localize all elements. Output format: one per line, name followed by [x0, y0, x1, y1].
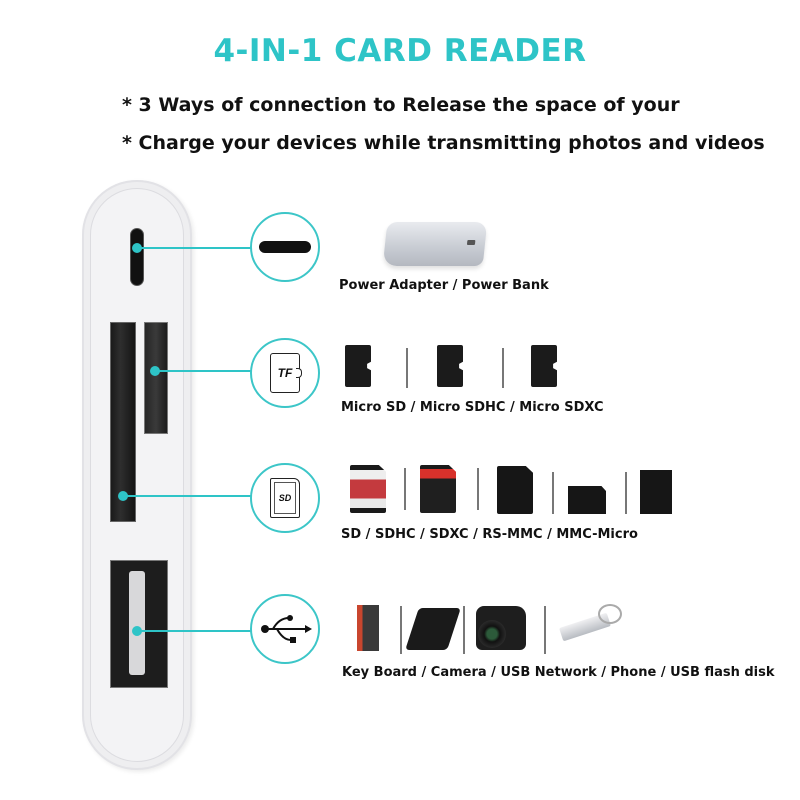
connector-line-tf — [156, 370, 251, 372]
sd-card-badge: SD — [250, 463, 320, 533]
tf-card-icon: TF — [270, 353, 302, 393]
sdhc-card-image — [420, 465, 456, 513]
usb-network-adapter-image — [405, 608, 461, 650]
usb-port — [110, 560, 168, 688]
micro-sdhc-card-image — [437, 345, 463, 387]
separator — [552, 472, 554, 514]
lightning-port-badge — [250, 212, 320, 282]
page-title: 4-IN-1 CARD READER — [213, 33, 587, 69]
separator — [625, 472, 627, 514]
caption-tf: Micro SD / Micro SDHC / Micro SDXC — [341, 400, 604, 415]
separator — [400, 606, 402, 654]
sd-card-image — [350, 465, 386, 513]
sd-card-slot — [110, 322, 136, 522]
caption-usb: Key Board / Camera / USB Network / Phone… — [342, 665, 775, 680]
usb-badge — [250, 594, 320, 664]
lightning-port-icon — [259, 241, 311, 253]
separator — [406, 348, 408, 388]
usb-flash-disk-keyring — [598, 604, 622, 624]
lightning-port — [130, 228, 144, 286]
caption-sd: SD / SDHC / SDXC / RS-MMC / MMC-Micro — [341, 527, 638, 542]
separator — [477, 468, 479, 510]
caption-power: Power Adapter / Power Bank — [339, 278, 549, 293]
sd-card-icon-label: SD — [278, 493, 292, 503]
connector-dot-tf — [150, 366, 160, 376]
separator — [544, 606, 546, 654]
connector-line-lightning — [138, 247, 251, 249]
connector-line-usb — [138, 630, 251, 632]
power-bank-image — [382, 222, 488, 266]
usb-port-tongue — [129, 571, 145, 675]
micro-sd-card-image — [345, 345, 371, 387]
keyboard-image — [357, 605, 379, 651]
tf-card-badge: TF — [250, 338, 320, 408]
rs-mmc-card-image — [568, 486, 606, 514]
connector-dot-lightning — [132, 243, 142, 253]
usb-icon — [261, 615, 312, 643]
camera-image — [476, 606, 526, 650]
separator — [502, 348, 504, 388]
feature-bullet-connection: * 3 Ways of connection to Release the sp… — [122, 94, 680, 116]
mmc-micro-card-image — [640, 470, 672, 514]
connector-dot-sd — [118, 491, 128, 501]
connector-dot-usb — [132, 626, 142, 636]
tf-card-slot — [144, 322, 168, 434]
feature-bullet-charge: * Charge your devices while transmitting… — [122, 132, 765, 154]
connector-line-sd — [124, 495, 251, 497]
separator — [404, 468, 406, 510]
separator — [463, 606, 465, 654]
micro-sdxc-card-image — [531, 345, 557, 387]
sd-card-icon: SD — [270, 478, 300, 518]
sdxc-card-image — [497, 466, 533, 514]
